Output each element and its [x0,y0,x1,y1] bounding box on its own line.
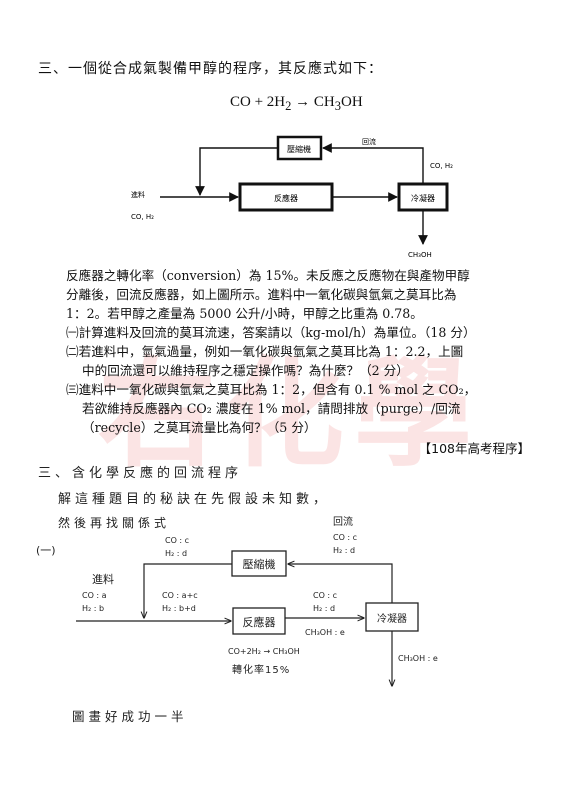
hw-conversion: 轉化率15% [232,663,290,676]
part-3-line-1: ㈢進料中一氧化碳與氫氣之莫耳比為 1：2，但含有 0.1 % mol 之 CO₂… [66,382,477,397]
problem-body: 反應器之轉化率（conversion）為 15%。未反應之反應物在與產物甲醇 分… [66,266,536,437]
hw-recycle-label: 回流 [333,515,353,528]
hw-out-co: CO : c [313,591,337,600]
solution-footer: 圖畫好成功一半 [72,709,188,724]
eq-arrow: → [295,94,311,110]
hw-reactor-label: 反應器 [243,615,276,629]
hw-mix-h2: H₂ : b+d [162,604,196,613]
recycle-label: 回流 [362,137,376,146]
feed-comp: CO, H₂ [131,213,154,221]
hw-product: CH₃OH : e [398,654,438,663]
recycle-comp: CO, H₂ [430,162,453,170]
eq-left-sub: 2 [285,99,292,113]
reactor-box [238,182,334,212]
part-2-line-1: ㈡若進料中，氫氣過量，例如一氧化碳與氫氣之莫耳比為 1：2.2，上圖 [66,344,464,359]
hw-feed-label: 進料 [92,572,114,586]
product-label: CH₃OH [408,251,432,259]
part-1: ㈠計算進料及回流的莫耳流速，答案請以（kg-mol/h）為單位。（18 分） [66,325,476,340]
eq-right-sub: 3 [334,99,341,113]
hw-comp-co: CO : c [165,536,189,545]
hw-compressor-label: 壓縮機 [243,557,276,571]
hw-reactor-box [232,607,286,635]
hw-recycle-co: CO : c [333,533,357,542]
solution-line-2: 然後再找關係式 [58,516,171,530]
eq-right: CH [313,94,335,110]
hw-condenser-label: 冷凝器 [377,612,407,625]
question-heading: 三、一個從合成氣製備甲醇的程序，其反應式如下： [38,61,383,77]
solution-line-1: 解這種題目的秘訣在先假設未知數， [58,492,331,507]
body-line-1: 反應器之轉化率（conversion）為 15%。未反應之反應物在與產物甲醇 [66,268,470,283]
hw-mix-co: CO : a+c [162,591,198,600]
hw-out-meoh: CH₃OH : e [305,628,345,637]
eq-left: CO + 2H [230,94,286,110]
hw-reaction: CO+2H₂ → CH₃OH [228,647,300,656]
hw-feed-co: CO : a [82,591,107,600]
compressor-label: 壓縮機 [287,144,311,154]
hw-recycle-h2: H₂ : d [333,546,355,555]
feed-label: 進料 [131,190,145,199]
body-line-2: 分離後，回流反應器，如上圖所示。進料中一氧化碳與氫氣之莫耳比為 [66,287,457,302]
part-2-line-2: 中的回流還可以維持程序之穩定操作嗎？為什麼？（2 分） [82,363,409,378]
eq-right-tail: OH [340,94,363,110]
part-3-line-3: （recycle）之莫耳流量比為何？（5 分） [82,420,317,435]
part-3-line-2: 若欲維持反應器內 CO₂ 濃度在 1% mol，請問排放（purge）/回流 [82,401,461,416]
solution-title: 三、含化學反應的回流程序 [38,466,243,481]
solution-part-label: (一) [36,544,56,557]
hw-feed-h2: H₂ : b [82,604,104,613]
reaction-equation: CO + 2H2 → CH3OH [230,94,363,114]
hw-out-h2: H₂ : d [313,604,335,613]
reactor-label: 反應器 [274,193,298,203]
hw-comp-h2: H₂ : d [165,549,187,558]
body-line-3: 1：2。若甲醇之產量為 5000 公升/小時，甲醇之比重為 0.78。 [66,306,423,321]
exam-source: 【108年高考程序】 [418,441,530,456]
condenser-label: 冷凝器 [411,193,435,203]
